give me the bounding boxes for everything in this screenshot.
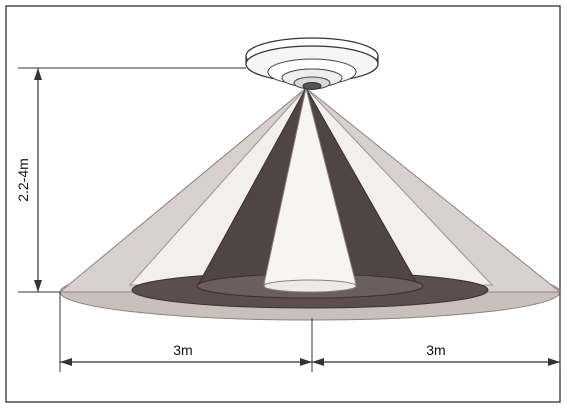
left-arrow-icon <box>60 358 72 366</box>
center-right-arrow-icon <box>312 358 324 366</box>
right-arrow-icon <box>548 358 560 366</box>
height-label: 2.2-4m <box>15 158 31 202</box>
center-left-arrow-icon <box>300 358 312 366</box>
radius-dimensions: 3m 3m <box>59 292 561 372</box>
right-radius-label: 3m <box>426 342 445 358</box>
ceiling-motion-sensor-icon <box>245 37 379 90</box>
coverage-cone <box>58 86 562 321</box>
height-bottom-arrow-icon <box>34 280 42 292</box>
height-dimension: 2.2-4m <box>15 67 246 293</box>
inner-coverage-base <box>263 279 357 293</box>
left-radius-label: 3m <box>173 342 192 358</box>
height-top-arrow-icon <box>34 68 42 80</box>
